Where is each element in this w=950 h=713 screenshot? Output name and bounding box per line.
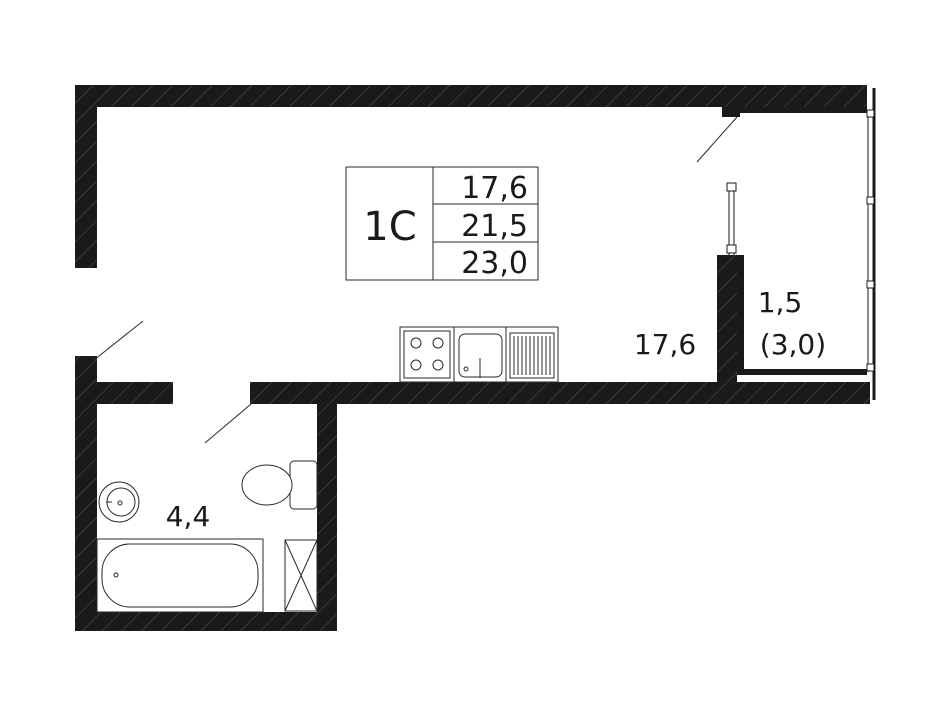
wall-bathroom-right bbox=[317, 404, 337, 631]
area-legend: 1С 17,6 21,5 23,0 bbox=[345, 166, 539, 281]
door-swing-bathroom bbox=[204, 403, 252, 444]
walls bbox=[75, 85, 870, 631]
wall-top-return bbox=[722, 107, 740, 117]
balcony-area-label: 1,5 bbox=[758, 286, 803, 319]
glazing-mullion bbox=[866, 363, 875, 372]
balcony-frame-bottom bbox=[737, 369, 867, 375]
balcony bbox=[737, 88, 876, 400]
living-area-value: 17,6 bbox=[461, 171, 528, 206]
balcony-door bbox=[726, 182, 737, 255]
balcony-frame-left bbox=[737, 255, 744, 375]
wall-balcony-partition bbox=[717, 255, 737, 382]
apartment-type-label: 1С bbox=[363, 204, 416, 250]
stove-icon bbox=[403, 330, 451, 379]
bathtub-icon bbox=[96, 538, 264, 613]
bathroom-area-label: 4,4 bbox=[166, 500, 211, 533]
dish-drainer-icon bbox=[509, 332, 555, 379]
kitchen-sink-icon bbox=[458, 333, 503, 378]
toilet-icon bbox=[241, 460, 318, 510]
wall-left-lower bbox=[75, 356, 97, 631]
wall-left-upper bbox=[75, 85, 97, 268]
wall-top bbox=[97, 85, 867, 107]
glazing-mullion bbox=[866, 280, 875, 289]
balcony-frame-top bbox=[737, 107, 867, 113]
kitchen-unit bbox=[399, 326, 559, 383]
door-swing-entrance bbox=[93, 320, 144, 361]
washing-machine-icon bbox=[284, 539, 318, 612]
wall-bottom-main bbox=[250, 382, 870, 404]
wall-bathroom-bottom bbox=[75, 612, 337, 631]
washbasin-icon bbox=[98, 481, 140, 523]
balcony-area-full-label: (3,0) bbox=[760, 328, 826, 361]
glazing-mullion bbox=[866, 196, 875, 205]
glazing-mullion bbox=[866, 109, 875, 118]
total-area-value: 23,0 bbox=[461, 246, 528, 281]
door-swing-room bbox=[696, 116, 738, 163]
main-room-area-label: 17,6 bbox=[634, 328, 696, 361]
wall-bathroom-stub bbox=[97, 382, 173, 404]
area-without-balcony-value: 21,5 bbox=[461, 209, 528, 244]
